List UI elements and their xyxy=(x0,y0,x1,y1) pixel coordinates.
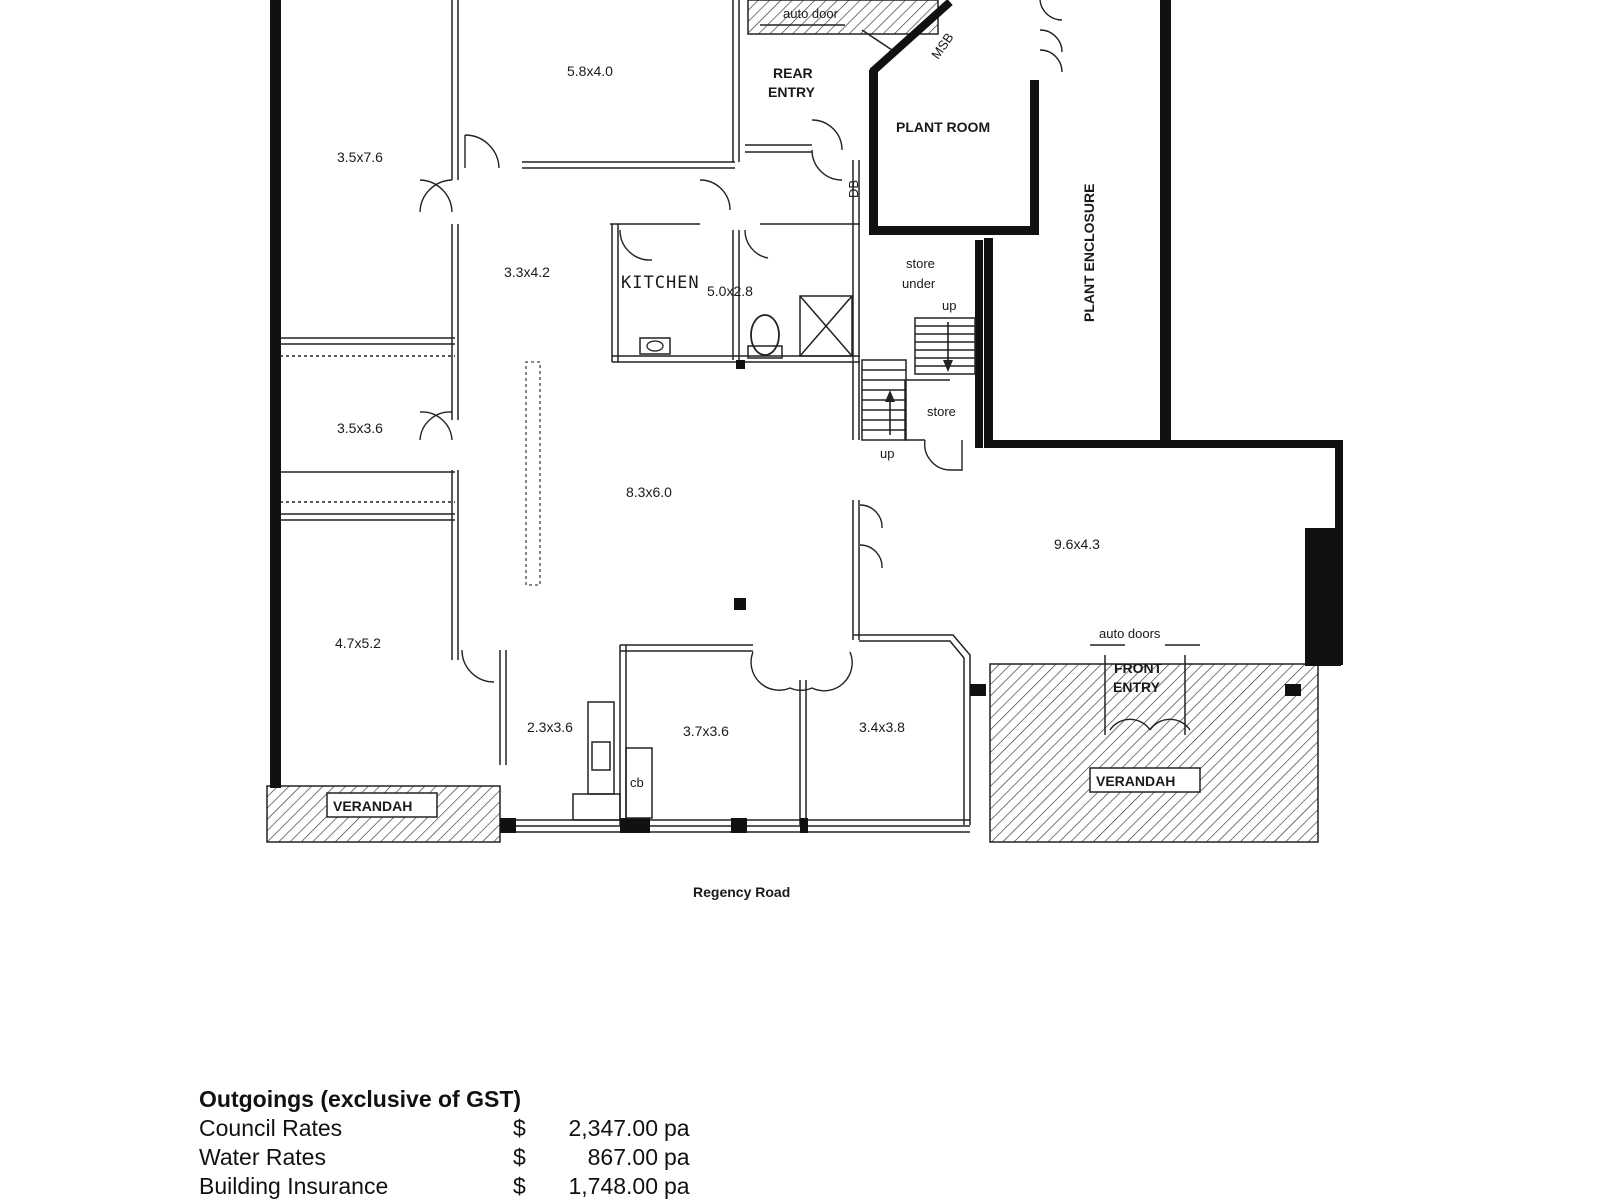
room-dim-8: 4.7x5.2 xyxy=(335,635,381,651)
outgoing-name: Water Rates xyxy=(199,1144,326,1170)
up-label-1: up xyxy=(942,298,956,313)
front-entry-label-2: ENTRY xyxy=(1113,679,1161,695)
msb-label: MSB xyxy=(928,30,956,62)
db-label: DB xyxy=(846,180,861,198)
bench-lower xyxy=(572,793,621,821)
counter-outline xyxy=(525,361,541,586)
wall-plant-room-left xyxy=(869,70,878,235)
stairs-lower xyxy=(861,359,907,441)
wall-stair-right xyxy=(975,240,983,448)
outgoings-table: Outgoings (exclusive of GST) Council Rat… xyxy=(199,1085,690,1201)
room-dim-5: 3.5x3.6 xyxy=(337,420,383,436)
kitchen-appliance xyxy=(639,337,671,355)
wall-plant-room-bottom xyxy=(869,226,1039,235)
auto-door-label: auto door xyxy=(783,6,839,21)
room-dim-4: 5.0x2.8 xyxy=(707,283,753,299)
rear-entry-label-1: REAR xyxy=(773,65,813,81)
outgoings-row: Building Insurance $ 1,748.00 pa xyxy=(199,1172,690,1201)
plant-enclosure-label: PLANT ENCLOSURE xyxy=(1081,184,1097,322)
street-label: Regency Road xyxy=(693,884,790,900)
stairs-upper xyxy=(914,317,976,375)
cupboard xyxy=(625,747,653,819)
verandah-left-label-box xyxy=(326,792,438,818)
outgoing-unit: pa xyxy=(664,1173,690,1199)
wall-left-outer xyxy=(270,0,281,788)
outgoings-row: Council Rates $ 2,347.00 pa xyxy=(199,1114,690,1143)
wall-msb-diagonal xyxy=(869,0,953,75)
verandah-right-label: VERANDAH xyxy=(1096,773,1175,789)
store-label: store xyxy=(927,404,956,419)
outgoing-unit: pa xyxy=(664,1144,690,1170)
outgoing-name: Council Rates xyxy=(199,1115,343,1141)
kitchenette-sink xyxy=(591,741,611,771)
kitchen-sink xyxy=(646,340,664,352)
room-dim-10: 3.7x3.6 xyxy=(683,723,729,739)
verandah-right-label-box xyxy=(1089,767,1201,793)
outgoings-title: Outgoings (exclusive of GST) xyxy=(199,1086,522,1112)
toilet-cistern xyxy=(747,345,783,359)
rear-entry-label-2: ENTRY xyxy=(768,84,816,100)
store-under-label-1: store xyxy=(906,256,935,271)
shower xyxy=(799,295,853,357)
door-swings xyxy=(419,0,1200,735)
rear-door-hatch xyxy=(747,0,939,35)
outgoing-name: Building Insurance xyxy=(199,1173,389,1199)
interior-walls xyxy=(280,0,971,825)
verandah-left-label: VERANDAH xyxy=(333,798,412,814)
room-dim-2: 5.8x4.0 xyxy=(567,63,613,79)
front-entry-label-1: FRONT xyxy=(1114,660,1163,676)
outgoing-unit: pa xyxy=(664,1115,690,1141)
room-dim-6: 8.3x6.0 xyxy=(626,484,672,500)
verandah-right-hatch xyxy=(989,663,1319,843)
room-dim-1: 3.5x7.6 xyxy=(337,149,383,165)
outgoing-amount: 867.00 xyxy=(587,1144,658,1170)
wall-plant-enclosure-left xyxy=(984,238,993,448)
room-dim-9: 2.3x3.6 xyxy=(527,719,573,735)
wall-plant-enclosure-bottom xyxy=(985,440,1341,448)
outgoing-currency: $ xyxy=(513,1144,526,1170)
shower-cross-2 xyxy=(799,295,853,357)
outgoing-amount: 2,347.00 xyxy=(568,1115,658,1141)
up-label-2: up xyxy=(880,446,894,461)
wall-east-pier xyxy=(1305,528,1341,666)
wall-plant-room-right xyxy=(1030,80,1039,235)
plant-room-label: PLANT ROOM xyxy=(896,119,990,135)
outgoings-row: Water Rates $ 867.00 pa xyxy=(199,1143,690,1172)
front-wall xyxy=(500,360,1301,833)
room-dim-3: 3.3x4.2 xyxy=(504,264,550,280)
toilet-bowl xyxy=(750,314,780,356)
outgoing-currency: $ xyxy=(513,1173,526,1199)
floor-plan: 3.5x7.6 5.8x4.0 3.3x4.2 5.0x2.8 3.5x3.6 … xyxy=(266,0,1343,900)
room-dim-11: 3.4x3.8 xyxy=(859,719,905,735)
outgoing-amount: 1,748.00 xyxy=(568,1173,658,1199)
room-dim-7: 9.6x4.3 xyxy=(1054,536,1100,552)
wall-plant-enclosure-right xyxy=(1160,0,1171,448)
cb-label: cb xyxy=(630,775,644,790)
kitchen-label: KITCHEN xyxy=(621,273,700,293)
auto-doors-label: auto doors xyxy=(1099,626,1161,641)
store-under-label-2: under xyxy=(902,276,936,291)
outgoing-currency: $ xyxy=(513,1115,526,1141)
